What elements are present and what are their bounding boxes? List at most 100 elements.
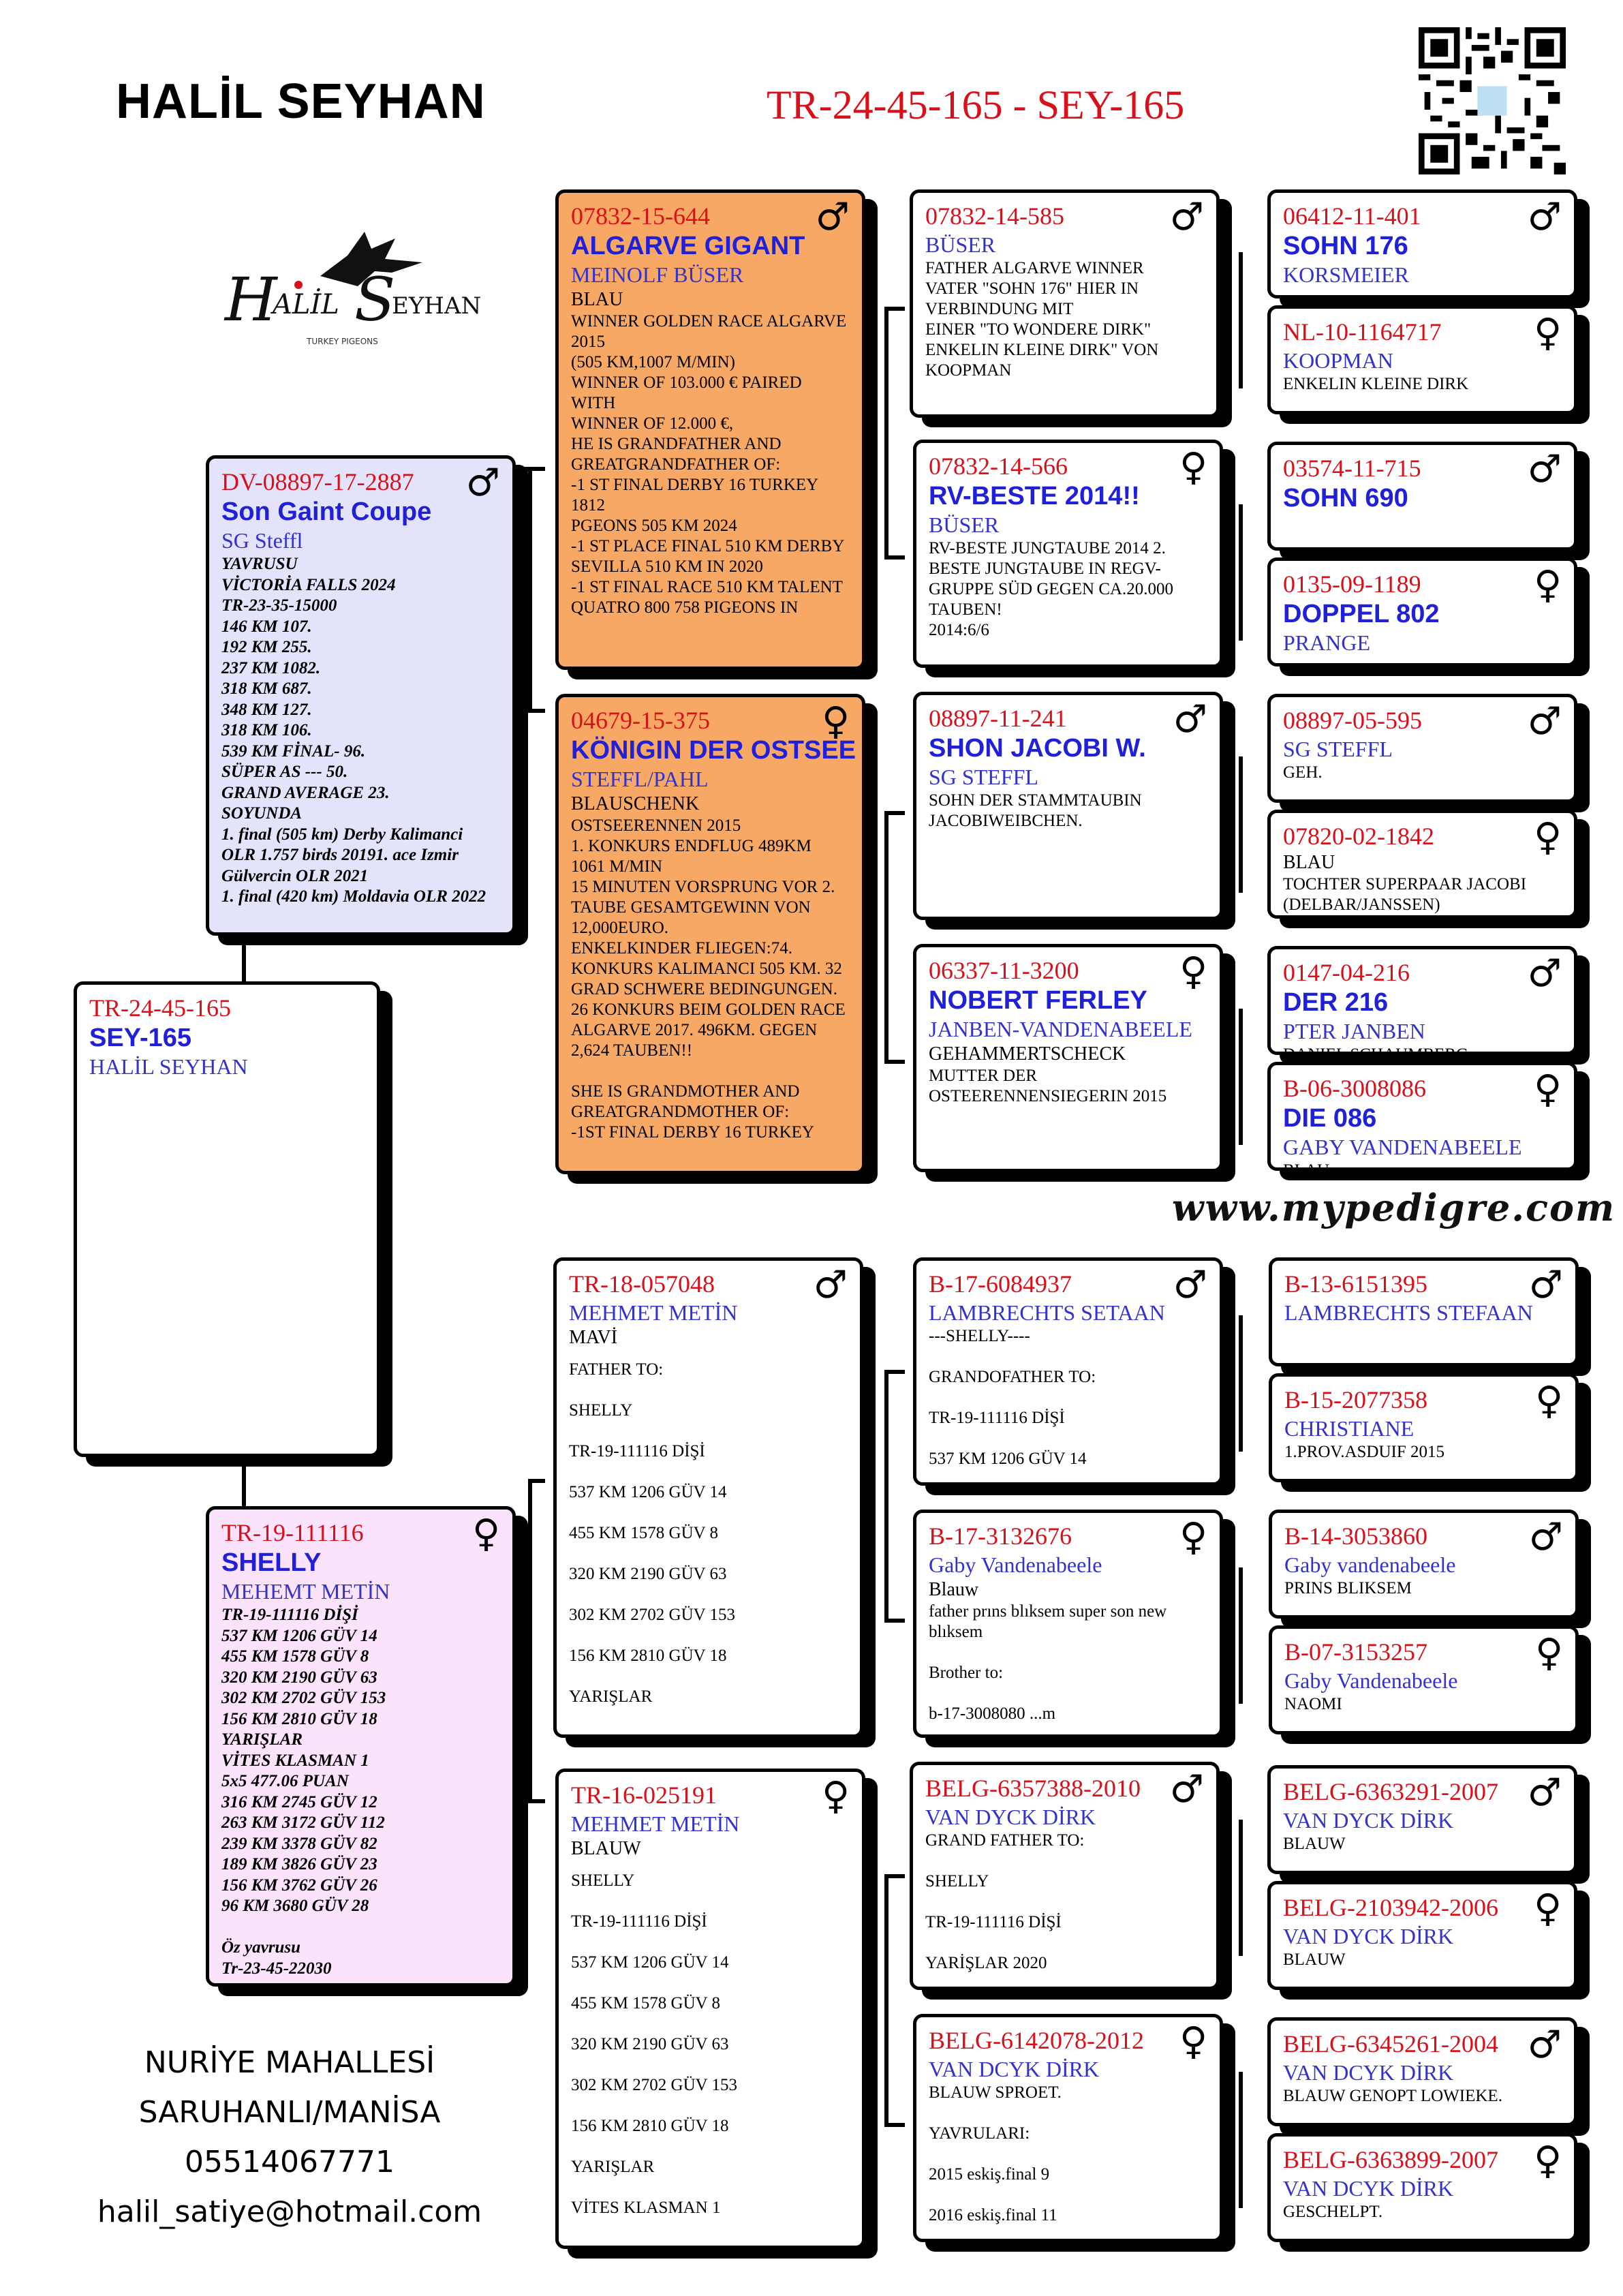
sire-card[interactable]: ♂ DV-08897-17-2887 Son Gaint Coupe SG St… bbox=[206, 455, 516, 936]
breeder: LAMBRECHTS SETAAN bbox=[929, 1300, 1165, 1325]
fourth-gen-card[interactable]: ♀ NL-10-1164717 KOOPMAN ENKELIN KLEINE D… bbox=[1267, 305, 1577, 414]
connector bbox=[528, 467, 545, 471]
pigeon-name: SOHN 690 bbox=[1283, 484, 1408, 512]
connector bbox=[884, 1370, 888, 1622]
ring-number: NL-10-1164717 bbox=[1283, 318, 1442, 346]
connector bbox=[242, 1461, 246, 1513]
male-icon: ♂ bbox=[1169, 1767, 1204, 1811]
fourth-gen-card[interactable]: ♀ BELG-2103942-2006 VAN DYCK DİRK BLAUW bbox=[1267, 1881, 1577, 1990]
ring-number: TR-18-057048 bbox=[569, 1270, 715, 1298]
fourth-gen-card[interactable]: ♀ B-15-2077358 CHRISTIANE 1.PROV.ASDUIF … bbox=[1269, 1373, 1579, 1482]
fourth-gen-card[interactable]: ♂ BELG-6345261-2004 VAN DCYK DİRK BLAUW … bbox=[1267, 2017, 1577, 2126]
eagle-icon bbox=[320, 232, 422, 286]
ring-number: 0147-04-216 bbox=[1283, 959, 1410, 986]
logo: H ALİL S EYHAN TURKEY PIGEONS bbox=[223, 232, 481, 346]
breeder: MEINOLF BÜSER bbox=[571, 262, 744, 287]
great-grandparent-card[interactable]: ♀ 06337-11-3200 NOBERT FERLEY JANBEN-VAN… bbox=[913, 944, 1223, 1172]
fourth-gen-card[interactable]: ♂ 03574-11-715 SOHN 690 bbox=[1267, 442, 1577, 551]
male-icon: ♂ bbox=[815, 195, 850, 239]
notes: MUTTER DER OSTEERENNENSIEGERIN 2015 bbox=[929, 1067, 1167, 1105]
fourth-gen-card[interactable]: ♂ B-14-3053860 Gaby vandenabeele PRINS B… bbox=[1269, 1510, 1579, 1619]
notes: ---SHELLY---- GRANDOFATHER TO: TR-19-111… bbox=[929, 1327, 1096, 1468]
email[interactable]: halil_satiye@hotmail.com bbox=[97, 2194, 482, 2229]
notes: GEH. bbox=[1283, 763, 1323, 782]
fourth-gen-card[interactable]: ♀ 07820-02-1842 BLAU TOCHTER SUPERPAAR J… bbox=[1267, 810, 1577, 919]
notes: NAOMI bbox=[1284, 1695, 1342, 1713]
notes: FATHER TO: SHELLY TR-19-111116 DİŞİ 537 … bbox=[569, 1360, 735, 1706]
grandsire-paternal-card[interactable]: ♂ 07832-15-644 ALGARVE GIGANT MEINOLF BÜ… bbox=[555, 189, 865, 670]
male-icon: ♂ bbox=[1528, 1263, 1563, 1307]
connector bbox=[884, 811, 888, 1063]
ring-number: B-14-3053860 bbox=[1284, 1522, 1427, 1550]
pigeon-name: SHELLY bbox=[221, 1548, 322, 1577]
fourth-gen-card[interactable]: ♂ 0147-04-216 DER 216 PTER JANBEN DANIEL… bbox=[1267, 946, 1577, 1055]
fourth-gen-card[interactable]: ♀ 0135-09-1189 DOPPEL 802 PRANGE bbox=[1267, 557, 1577, 667]
subject-card[interactable]: TR-24-45-165 SEY-165 HALİL SEYHAN bbox=[74, 981, 380, 1457]
connector bbox=[884, 1370, 905, 1374]
breeder: SG STEFFL bbox=[929, 765, 1038, 789]
grandsire-maternal-card[interactable]: ♂ TR-18-057048 MEHMET METİN MAVİ FATHER … bbox=[553, 1257, 863, 1738]
great-grandparent-card[interactable]: ♂ 07832-14-585 BÜSER FATHER ALGARVE WINN… bbox=[910, 189, 1220, 418]
svg-text:TURKEY PIGEONS: TURKEY PIGEONS bbox=[306, 337, 378, 346]
pedigree-ring-title: TR-24-45-165 - SEY-165 bbox=[767, 82, 1185, 127]
connector bbox=[884, 307, 905, 311]
notes: FATHER ALGARVE WINNER VATER "SOHN 176" H… bbox=[925, 259, 1159, 380]
male-icon: ♂ bbox=[1173, 1263, 1207, 1307]
fourth-gen-card[interactable]: ♂ 06412-11-401 SOHN 176 KORSMEIER bbox=[1267, 189, 1577, 299]
ring-number: 07832-14-566 bbox=[929, 453, 1068, 480]
fourth-gen-card[interactable]: ♂ 08897-05-595 SG STEFFL GEH. bbox=[1267, 694, 1577, 803]
great-grandparent-card[interactable]: ♀ 07832-14-566 RV-BESTE 2014!! BÜSER RV-… bbox=[913, 440, 1223, 668]
ring-number: BELG-6363899-2007 bbox=[1283, 2146, 1498, 2173]
breeder: VAN DYCK DİRK bbox=[925, 1805, 1096, 1829]
notes: BLAUW GENOPT LOWIEKE. bbox=[1283, 2087, 1502, 2105]
ring-number: BELG-2103942-2006 bbox=[1283, 1894, 1498, 1921]
granddam-paternal-card[interactable]: ♀ 04679-15-375 KÖNIGIN DER OSTSEE STEFFL… bbox=[555, 694, 865, 1174]
male-icon: ♂ bbox=[465, 461, 500, 505]
phone[interactable]: 05514067771 bbox=[185, 2145, 395, 2179]
female-icon: ♀ bbox=[1179, 949, 1207, 994]
ring-number: 07832-14-585 bbox=[925, 202, 1064, 230]
great-grandparent-card[interactable]: ♀ B-17-3132676 Gaby Vandenabeele Blauw f… bbox=[913, 1510, 1223, 1738]
breeder: SG Steffl bbox=[221, 528, 303, 553]
breeder: HALİL SEYHAN bbox=[89, 1054, 248, 1079]
owner-title: HALİL SEYHAN bbox=[116, 74, 486, 129]
female-icon: ♀ bbox=[472, 1512, 500, 1556]
pigeon-name: RV-BESTE 2014!! bbox=[929, 482, 1140, 510]
breeder: SG STEFFL bbox=[1283, 737, 1393, 761]
great-grandparent-card[interactable]: ♂ 08897-11-241 SHON JACOBI W. SG STEFFL … bbox=[913, 692, 1223, 920]
dam-card[interactable]: ♀ TR-19-111116 SHELLY MEHEMT METİN TR-19… bbox=[206, 1506, 516, 1987]
address-line: NURİYE MAHALLESİ bbox=[144, 2045, 435, 2080]
notes: TR-19-111116 DİŞİ 537 KM 1206 GÜV 14 455… bbox=[221, 1606, 386, 1978]
notes: OSTSEERENNEN 2015 1. KONKURS ENDFLUG 489… bbox=[571, 816, 846, 1142]
notes: BLAUW SPROET. YAVRULARI: 2015 eskiş.fina… bbox=[929, 2083, 1062, 2224]
fourth-gen-card[interactable]: ♂ BELG-6363291-2007 VAN DYCK DİRK BLAUW bbox=[1267, 1765, 1577, 1874]
website[interactable]: www.mypedigre.com bbox=[1172, 1186, 1616, 1229]
great-grandparent-card[interactable]: ♀ BELG-6142078-2012 VAN DCYK DİRK BLAUW … bbox=[913, 2014, 1223, 2242]
connector bbox=[884, 1874, 905, 1878]
ring-number: TR-24-45-165 bbox=[89, 994, 231, 1022]
fourth-gen-card[interactable]: ♀ B-06-3008086 DIE 086 GABY VANDENABEELE… bbox=[1267, 1062, 1577, 1171]
great-grandparent-card[interactable]: ♂ B-17-6084937 LAMBRECHTS SETAAN ---SHEL… bbox=[913, 1257, 1223, 1486]
color: Blauw bbox=[929, 1579, 979, 1600]
ring-number: 03574-11-715 bbox=[1283, 455, 1421, 482]
notes: GRAND FATHER TO: SHELLY TR-19-111116 DİŞ… bbox=[925, 1831, 1085, 1972]
svg-text:EYHAN: EYHAN bbox=[392, 292, 481, 320]
connector bbox=[1239, 252, 1243, 388]
granddam-maternal-card[interactable]: ♀ TR-16-025191 MEHMET METİN BLAUW SHELLY… bbox=[555, 1769, 865, 2249]
ring-number: B-15-2077358 bbox=[1284, 1386, 1427, 1413]
female-icon: ♀ bbox=[1534, 1631, 1563, 1675]
color: BLAU bbox=[1283, 852, 1335, 873]
connector bbox=[1239, 1315, 1243, 1452]
connector bbox=[528, 1799, 545, 1803]
fourth-gen-card[interactable]: ♂ B-13-6151395 LAMBRECHTS STEFAAN bbox=[1269, 1257, 1579, 1366]
fourth-gen-card[interactable]: ♀ B-07-3153257 Gaby Vandenabeele NAOMI bbox=[1269, 1625, 1579, 1734]
fourth-gen-card[interactable]: ♀ BELG-6363899-2007 VAN DCYK DİRK GESCHE… bbox=[1267, 2133, 1577, 2242]
breeder: KOOPMAN bbox=[1283, 348, 1393, 373]
ring-number: B-13-6151395 bbox=[1284, 1270, 1427, 1298]
breeder: MEHEMT METİN bbox=[221, 1579, 390, 1604]
female-icon: ♀ bbox=[821, 699, 850, 744]
breeder: KORSMEIER bbox=[1283, 262, 1409, 287]
breeder: JANBEN-VANDENABEELE bbox=[929, 1017, 1192, 1041]
great-grandparent-card[interactable]: ♂ BELG-6357388-2010 VAN DYCK DİRK GRAND … bbox=[910, 1762, 1220, 1990]
male-icon: ♂ bbox=[1527, 447, 1562, 491]
